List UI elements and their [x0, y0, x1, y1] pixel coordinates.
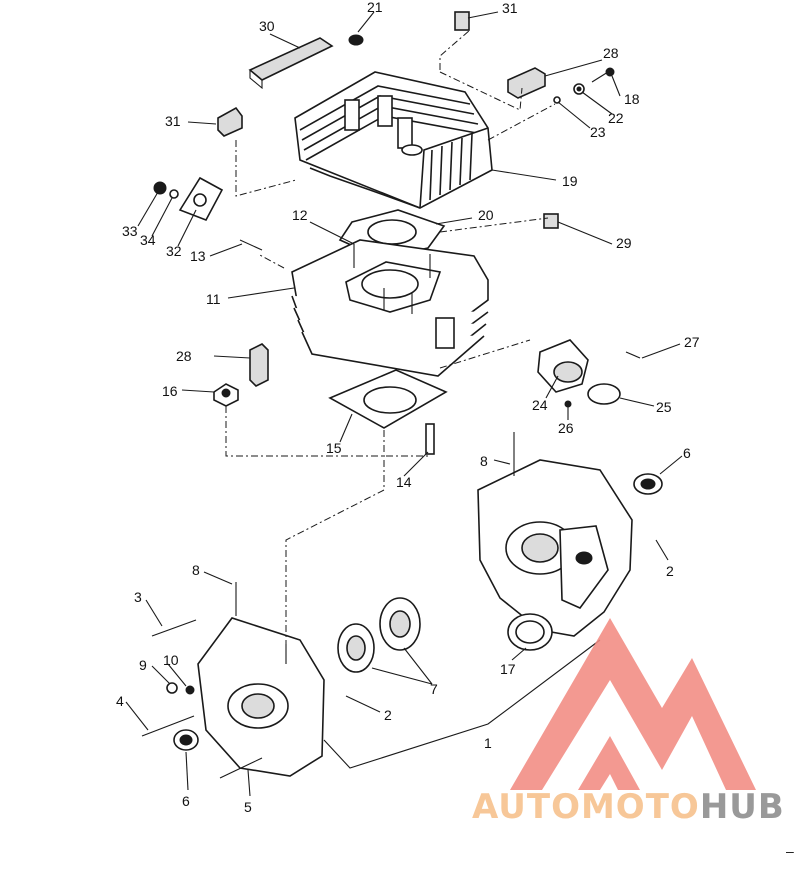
- callout-29: 29: [616, 235, 632, 251]
- callout-8-right: 8: [480, 453, 488, 469]
- callout-31-left: 31: [165, 113, 181, 129]
- callout-21: 21: [367, 0, 383, 15]
- callout-7: 7: [430, 681, 438, 697]
- part-14-stud: [425, 423, 435, 455]
- callout-6-right: 6: [683, 445, 691, 461]
- part-3-bolt: [151, 619, 197, 637]
- watermark-auto: AUTOMOTO: [472, 787, 700, 827]
- callout-1: 1: [484, 735, 492, 751]
- callout-33: 33: [122, 223, 138, 239]
- callout-24: 24: [532, 397, 548, 413]
- cylinder-head: [294, 71, 493, 209]
- callout-4: 4: [116, 693, 124, 709]
- part-27-bolt: [625, 351, 641, 359]
- callout-18: 18: [624, 91, 640, 107]
- callout-11: 11: [206, 291, 221, 307]
- part-23-washer: [553, 96, 561, 104]
- right-crankcase: [477, 432, 633, 637]
- part-25-clamp: [587, 383, 621, 405]
- part-22-washer: [573, 83, 585, 95]
- watermark-word-automoto: AUTOMOTOHUB: [472, 787, 785, 827]
- callout-25: 25: [656, 399, 672, 415]
- leader-lines: [125, 11, 683, 797]
- part-13-stud: [239, 239, 263, 251]
- callout-2-right: 2: [666, 563, 674, 579]
- part-21-nut: [348, 34, 364, 46]
- callout-23: 23: [590, 124, 606, 140]
- part-9-plug: [166, 682, 178, 694]
- part-29-block: [543, 213, 559, 229]
- callout-28-left: 28: [176, 348, 192, 364]
- callout-16: 16: [162, 383, 178, 399]
- callout-32: 32: [166, 243, 182, 259]
- part-28-block-left: [249, 343, 269, 387]
- callout-8-left: 8: [192, 562, 200, 578]
- callout-14: 14: [396, 474, 412, 490]
- callout-5: 5: [244, 799, 252, 815]
- callout-2-left: 2: [384, 707, 392, 723]
- callout-26: 26: [558, 420, 574, 436]
- callout-3: 3: [134, 589, 142, 605]
- watermark-mark-inner: [578, 736, 640, 790]
- callout-27: 27: [684, 334, 700, 350]
- part-6-seal-left: [173, 729, 199, 751]
- callout-labels: 30 21 31 28 18 22 23 31 19 33 34 32 12 2…: [116, 0, 700, 815]
- callout-12: 12: [292, 207, 308, 223]
- callout-6-left: 6: [182, 793, 190, 809]
- part-15-base-gasket: [328, 369, 448, 429]
- part-18-bolt: [591, 67, 615, 83]
- callout-20: 20: [478, 207, 494, 223]
- callout-17: 17: [500, 661, 516, 677]
- callout-13: 13: [190, 248, 206, 264]
- part-30-strip: [248, 37, 334, 90]
- part-6-seal-right: [633, 473, 663, 495]
- part-32-gasket: [178, 176, 224, 222]
- watermark-mark-outer: [510, 618, 756, 790]
- callout-28-top: 28: [603, 45, 619, 61]
- part-31-clip-left: [217, 106, 243, 137]
- assembly-lines: [225, 29, 556, 644]
- part-31-clip-top: [454, 11, 470, 31]
- part-7-bearings: [337, 597, 421, 673]
- callout-30: 30: [259, 18, 275, 34]
- part-24-intake-boot: [537, 339, 589, 393]
- callout-22: 22: [608, 110, 624, 126]
- part-33-nut: [153, 181, 167, 195]
- part-16-nut: [213, 383, 239, 407]
- callout-10: 10: [163, 652, 179, 668]
- callout-9: 9: [139, 657, 147, 673]
- footer-mark: –: [786, 843, 794, 859]
- part-17-gasket: [507, 613, 553, 651]
- part-5-bolt: [219, 757, 263, 779]
- callout-19: 19: [562, 173, 578, 189]
- callout-15: 15: [326, 440, 342, 456]
- part-28-block-top: [507, 67, 546, 99]
- part-10-washer: [185, 685, 195, 695]
- callout-34: 34: [140, 232, 156, 248]
- watermark-hub: HUB: [700, 787, 785, 827]
- cylinder-body: [291, 239, 489, 377]
- part-4-bolt: [141, 715, 195, 737]
- callout-31-top: 31: [502, 0, 518, 16]
- part-34-washer: [169, 189, 179, 199]
- left-crankcase: [197, 582, 325, 777]
- watermark-logo: AUTOMOTOHUB: [472, 618, 785, 827]
